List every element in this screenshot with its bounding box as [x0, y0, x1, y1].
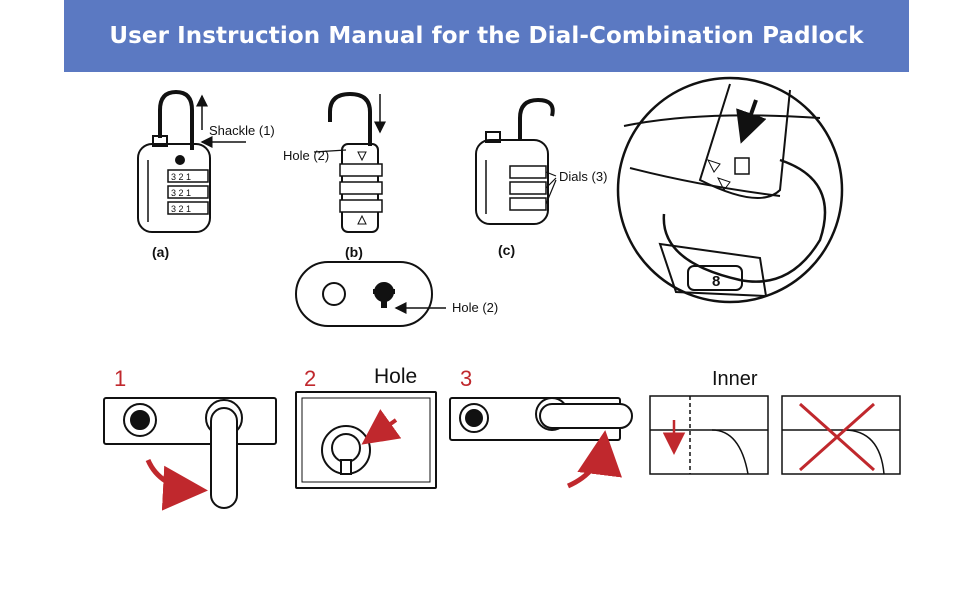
step-2-number: 2 [304, 366, 316, 391]
step-2-diagram [295, 391, 437, 489]
hole-plate-diagram [295, 261, 446, 327]
step-2-hole-heading: Hole [374, 365, 417, 388]
plate-hole-label: Hole (2) [452, 300, 498, 315]
step-1-diagram [103, 397, 277, 511]
dial-rows-b [339, 163, 383, 213]
padlock-figure-b [313, 91, 386, 233]
dial-row-3-digits: 3 2 1 [171, 204, 191, 214]
shackle-b [328, 91, 372, 146]
dial-row-2-digits: 3 2 1 [171, 188, 191, 198]
step-1-number: 1 [114, 366, 126, 391]
caption-b: (b) [345, 244, 363, 260]
lock-body-c [475, 139, 549, 225]
inner-wrong-diagram [781, 395, 901, 475]
zoom-circle [616, 76, 844, 304]
shackle-label: Shackle (1) [209, 123, 275, 138]
shackle-c [518, 97, 555, 140]
zoom-dial-digit: 8 [712, 273, 720, 290]
inner-heading: Inner [712, 368, 758, 390]
lock-body-a [137, 143, 211, 233]
padlock-figure-c [475, 97, 557, 225]
hole-label-b: Hole (2) [283, 148, 329, 163]
step-3-diagram [449, 397, 633, 489]
dial-rows-c [509, 165, 547, 211]
zoom-detail [616, 76, 844, 304]
step-3-number: 3 [460, 366, 472, 391]
shackle-a [158, 89, 194, 150]
inner-correct-diagram [649, 395, 769, 475]
dial-rows-a [167, 169, 209, 215]
dial-row-1-digits: 3 2 1 [171, 172, 191, 182]
title-banner: User Instruction Manual for the Dial-Com… [64, 0, 909, 72]
caption-c: (c) [498, 242, 515, 258]
dials-label: Dials (3) [559, 169, 607, 184]
page-title: User Instruction Manual for the Dial-Com… [109, 23, 864, 49]
caption-a: (a) [152, 244, 169, 260]
padlock-figure-a [137, 89, 246, 233]
shackle-stub-a [152, 135, 168, 147]
